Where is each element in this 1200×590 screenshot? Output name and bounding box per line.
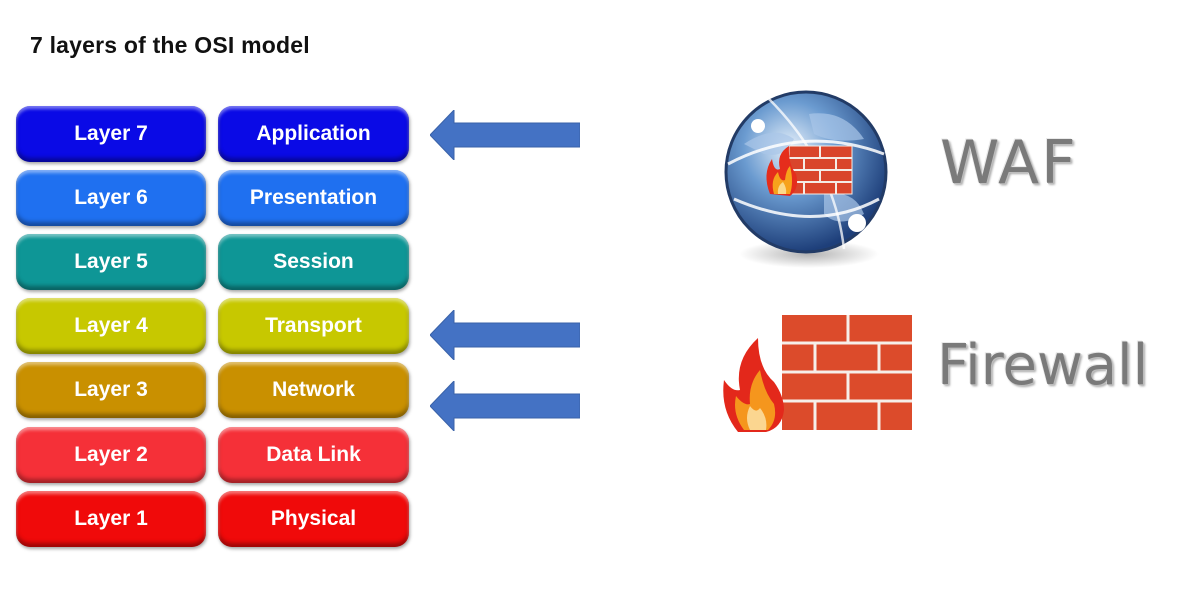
arrow-to-network [430, 381, 580, 431]
mini-brick-wall [788, 145, 853, 195]
brick-firewall-icon [723, 315, 912, 432]
left-arrow-icon [430, 110, 580, 160]
layer-1-name: Physical [218, 491, 409, 547]
layer-5-name: Session [218, 234, 409, 290]
arrow-to-transport [430, 310, 580, 360]
layer-2-number: Layer 2 [16, 427, 206, 483]
left-arrow-icon [430, 381, 580, 431]
layer-7-number: Layer 7 [16, 106, 206, 162]
layer-2-name: Data Link [218, 427, 409, 483]
layer-6-number: Layer 6 [16, 170, 206, 226]
waf-label: WAF [940, 128, 1078, 198]
left-arrow-icon [430, 310, 580, 360]
layer-4-number: Layer 4 [16, 298, 206, 354]
flame-icon [723, 338, 784, 432]
layer-3-number: Layer 3 [16, 362, 206, 418]
layer-6-name: Presentation [218, 170, 409, 226]
layer-1-number: Layer 1 [16, 491, 206, 547]
brick-wall [782, 315, 912, 430]
mini-flame [766, 146, 798, 196]
layer-5-number: Layer 5 [16, 234, 206, 290]
layer-7-name: Application [218, 106, 409, 162]
globe-firewall-icon [724, 90, 888, 268]
diagram-title: 7 layers of the OSI model [30, 32, 310, 58]
firewall-label: Firewall [937, 333, 1149, 398]
arrow-to-application [430, 110, 580, 160]
layer-4-name: Transport [218, 298, 409, 354]
layer-3-name: Network [218, 362, 409, 418]
